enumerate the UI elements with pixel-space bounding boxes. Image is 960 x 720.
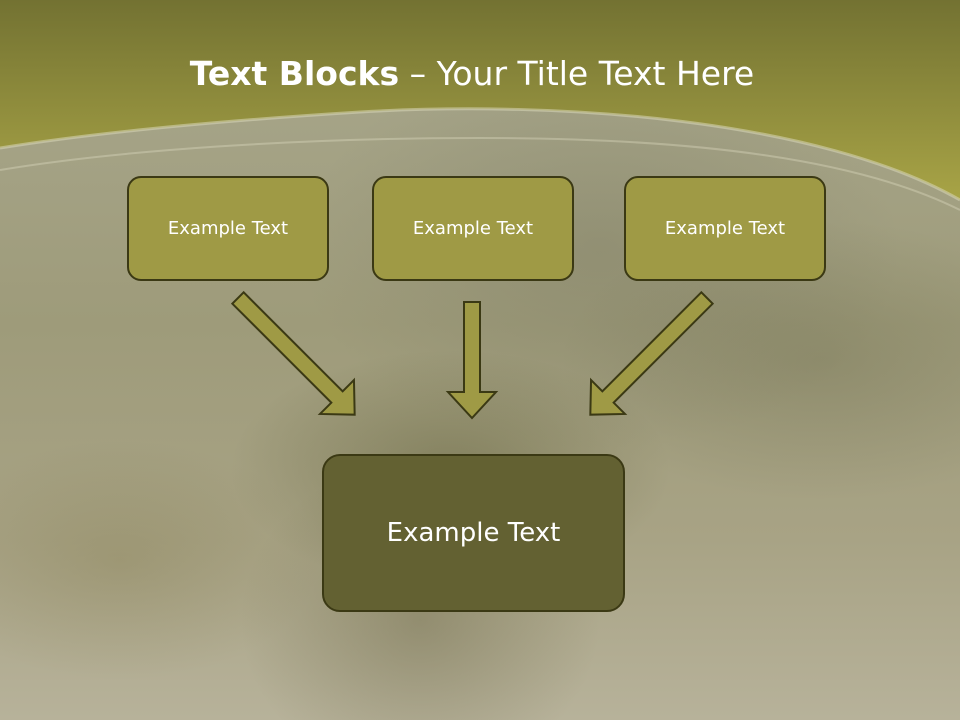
text-block-left-label: Example Text bbox=[167, 218, 289, 239]
arrow-center-down bbox=[445, 301, 499, 420]
text-block-bottom-label: Example Text bbox=[386, 518, 561, 548]
text-block-center-label: Example Text bbox=[412, 218, 534, 239]
slide-title: Text Blocks – Your Title Text Here bbox=[0, 54, 944, 93]
text-block-bottom: Example Text bbox=[322, 454, 625, 612]
arrow-right-diagonal bbox=[589, 290, 715, 416]
text-block-right-label: Example Text bbox=[664, 218, 786, 239]
text-block-right: Example Text bbox=[624, 176, 826, 281]
title-bold: Text Blocks bbox=[189, 54, 400, 93]
title-rest: Your Title Text Here bbox=[436, 54, 755, 93]
text-block-left: Example Text bbox=[127, 176, 329, 281]
arrow-left-diagonal bbox=[230, 290, 356, 416]
title-separator: – bbox=[399, 54, 437, 93]
text-block-center: Example Text bbox=[372, 176, 574, 281]
